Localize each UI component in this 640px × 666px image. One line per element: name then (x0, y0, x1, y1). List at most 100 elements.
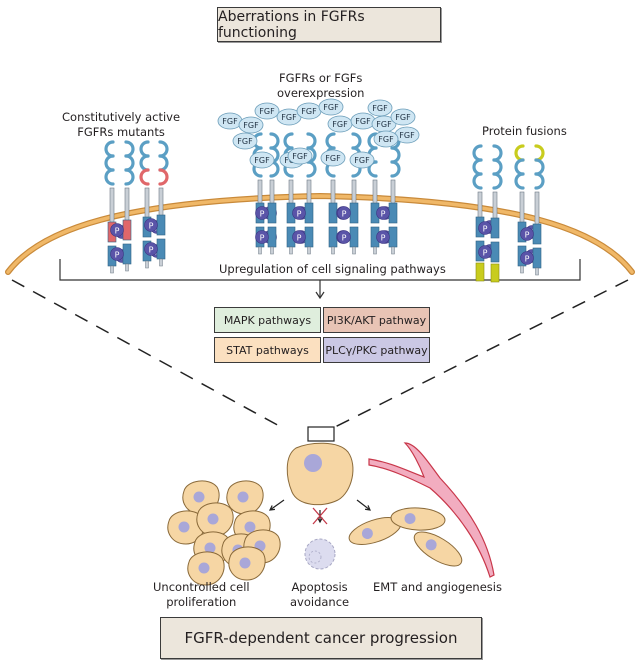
fgf-ligand: FGF (217, 112, 243, 130)
kinase-domain (532, 223, 542, 245)
fgf-label: FGF (399, 131, 415, 140)
fgf-label: FGF (222, 117, 238, 126)
fgf-ellipse (249, 151, 275, 169)
phosphate-icon (337, 230, 351, 244)
ig-domain (139, 140, 150, 158)
kinase-domain (490, 217, 500, 239)
ig-domain (104, 140, 115, 158)
ig-domain (269, 132, 280, 150)
ig-domain (124, 140, 135, 158)
phosphate-label: P (115, 227, 120, 236)
upregulation-label: Upregulation of cell signaling pathways (217, 262, 448, 277)
nucleus (237, 491, 249, 503)
kinase-domain (304, 226, 314, 248)
nucleus (204, 542, 216, 554)
fgf-ligand: FGF (238, 116, 264, 134)
emt-cell (390, 507, 446, 531)
kinase-domain (490, 241, 500, 263)
transmembrane-stem (144, 187, 150, 222)
ig-domain (390, 146, 401, 164)
pathway-pi3k-akt: PI3K/AKT pathway (323, 307, 430, 333)
phosphate-icon (478, 245, 492, 259)
pathway-stat: STAT pathways (214, 337, 321, 363)
overexpression-label: FGFRs or FGFs overexpression (277, 71, 365, 100)
fgf-ellipse (373, 130, 399, 148)
fgf-label: FGF (332, 120, 348, 129)
fgfr-receptor: PP (292, 132, 317, 255)
ig-domain (472, 158, 483, 176)
phosphate-icon (292, 230, 306, 244)
kinase-domain (122, 243, 132, 265)
phosphate-icon (292, 206, 306, 220)
pathway-mapk: MAPK pathways (214, 307, 321, 333)
c-terminal-tail (352, 246, 356, 255)
fgf-label: FGF (281, 113, 297, 122)
c-terminal-tail (258, 246, 262, 255)
arrow-to-emt (356, 499, 371, 511)
ig-domain (104, 168, 115, 186)
ig-domain (492, 158, 503, 176)
fgfr-receptor: PP (520, 144, 545, 276)
proliferating-cell (196, 502, 234, 537)
ig-domain (514, 158, 525, 176)
nucleus (404, 513, 416, 525)
c-terminal-tail (125, 263, 129, 272)
c-terminal-tail (289, 246, 293, 255)
phosphate-label: P (260, 210, 265, 219)
cell-body (413, 531, 463, 567)
fgf-label: FGF (355, 117, 371, 126)
ig-domain (390, 160, 401, 178)
kinase-domain (304, 202, 314, 224)
fgf-ligand: FGF (287, 147, 313, 165)
fgf-ellipse (254, 102, 280, 120)
transmembrane-stem (158, 187, 164, 220)
kinase-domain (267, 226, 277, 248)
ig-domain (472, 172, 483, 190)
ig-domain (283, 132, 294, 150)
fgf-label: FGF (354, 156, 370, 165)
pathway-plcg-pkc: PLCγ/PKC pathway (323, 337, 430, 363)
fgf-ligand: FGF (367, 99, 393, 117)
fgf-ellipse (349, 151, 375, 169)
fgf-ellipse (320, 149, 346, 167)
phosphate-label: P (149, 246, 154, 255)
c-terminal-tail (331, 246, 335, 255)
phosphate-label: P (483, 249, 488, 258)
c-terminal-tail (270, 246, 274, 255)
phosphate-label: P (297, 234, 302, 243)
kinase-domain (328, 226, 338, 248)
proliferating-cell (167, 510, 205, 545)
fgf-ligand: FGF (249, 151, 275, 169)
ig-domain (158, 168, 169, 186)
kinase-domain (532, 247, 542, 269)
fgf-ligand: FGF (350, 112, 376, 130)
ig-domain (534, 144, 545, 162)
fgf-label: FGF (395, 113, 411, 122)
ig-domain (306, 160, 317, 178)
mutants-label: Constitutively active FGFRs mutants (62, 110, 181, 139)
phosphate-label: P (115, 251, 120, 260)
phosphate-icon (144, 218, 158, 232)
phosphate-label: P (381, 234, 386, 243)
ig-domain (158, 154, 169, 172)
phosphate-icon (376, 206, 390, 220)
fgfr-receptor: PP (110, 140, 135, 272)
fgf-label: FGF (292, 152, 308, 161)
phosphate-icon (337, 206, 351, 220)
ig-domain (124, 168, 135, 186)
phosphate-label: P (260, 234, 265, 243)
fgf-ellipse (287, 147, 313, 165)
proliferation-label: Uncontrolled cell proliferation (153, 580, 250, 609)
nucleus (244, 521, 256, 533)
phosphate-icon (255, 206, 269, 220)
c-terminal-tail (159, 258, 163, 267)
phosphate-icon (110, 247, 124, 261)
fgf-ellipse (390, 108, 416, 126)
kinase-domain (122, 219, 132, 241)
c-terminal-tail (373, 246, 377, 255)
fgf-ligand: FGF (254, 102, 280, 120)
ig-domain (534, 158, 545, 176)
fgf-ligand: FGF (320, 149, 346, 167)
ig-domain (306, 132, 317, 150)
transmembrane-stem (109, 187, 115, 227)
